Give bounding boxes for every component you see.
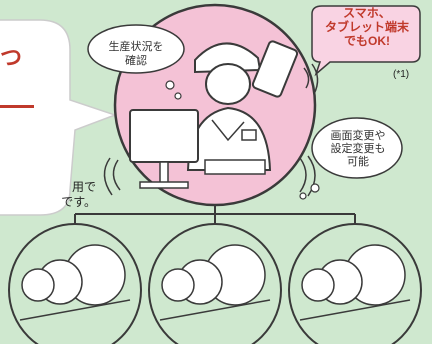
footnote-marker: (*1) [393, 69, 410, 80]
monitor-bubble-line2: 確認 [125, 55, 147, 67]
mobile-callout-line2: タブレット端末 [324, 20, 409, 34]
monitor [129, 109, 266, 189]
settings-bubble-line3: 可能 [347, 156, 369, 168]
smartphone-icon [251, 40, 319, 98]
mobile-callout [311, 5, 421, 77]
connector-lines [74, 205, 356, 225]
monitor-bubble-text: 生産状況を 確認 [93, 40, 179, 68]
plant-circle-2 [148, 223, 282, 344]
settings-thought-bubble [311, 117, 403, 179]
mobile-callout-text: スマホ、 タブレット端末 でもOK! [312, 6, 422, 48]
left-text-line2: です。 [61, 195, 96, 209]
mobile-callout-line3: でもOK! [344, 34, 390, 48]
plant-circle-1 [8, 223, 142, 344]
red-underline [0, 105, 34, 108]
monitor-thought-bubble [87, 24, 185, 74]
settings-bubble-text: 画面変更や 設定変更も 可能 [318, 130, 398, 169]
settings-bubble-line2: 設定変更も [330, 143, 386, 155]
left-brand-char: つ [0, 45, 23, 70]
monitor-bubble-line1: 生産状況を [108, 41, 164, 53]
mobile-callout-line1: スマホ、 [343, 6, 391, 20]
left-text-line1: 用で [71, 180, 96, 194]
plant-circle-3 [288, 223, 422, 344]
settings-bubble-line1: 画面変更や [330, 130, 386, 142]
left-speech-panel [0, 19, 118, 216]
